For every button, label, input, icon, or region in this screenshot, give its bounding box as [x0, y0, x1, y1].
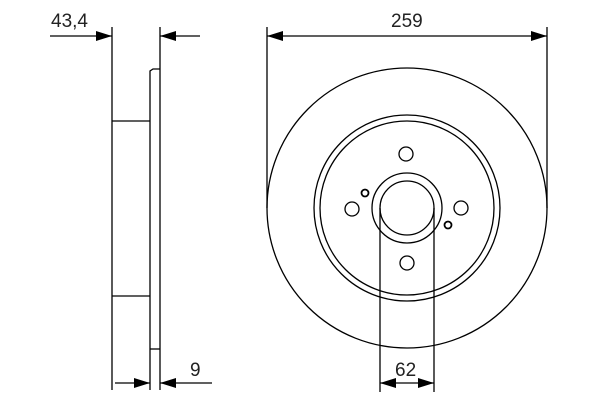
locator-hole-2: [443, 220, 453, 230]
dim-label-disc-thickness: 9: [190, 360, 201, 381]
hub-outer: [371, 172, 443, 244]
arrowheads: [96, 31, 547, 388]
bolt-hole-bottom: [399, 255, 415, 271]
friction-ring-inner: [313, 114, 501, 302]
side-view: [111, 27, 161, 390]
front-view: [266, 27, 548, 392]
dim-label-outer-diameter: 259: [391, 11, 423, 32]
locator-hole-1: [360, 188, 370, 198]
bolt-hole-left: [344, 201, 360, 217]
hat-edge: [319, 120, 495, 296]
outer-edge: [266, 67, 548, 349]
center-bore: [379, 180, 435, 236]
dim-label-overall-height: 43,4: [51, 11, 88, 32]
bolt-hole-top: [398, 146, 414, 162]
dim-label-center-bore: 62: [395, 360, 416, 381]
bolt-hole-right: [453, 200, 469, 216]
